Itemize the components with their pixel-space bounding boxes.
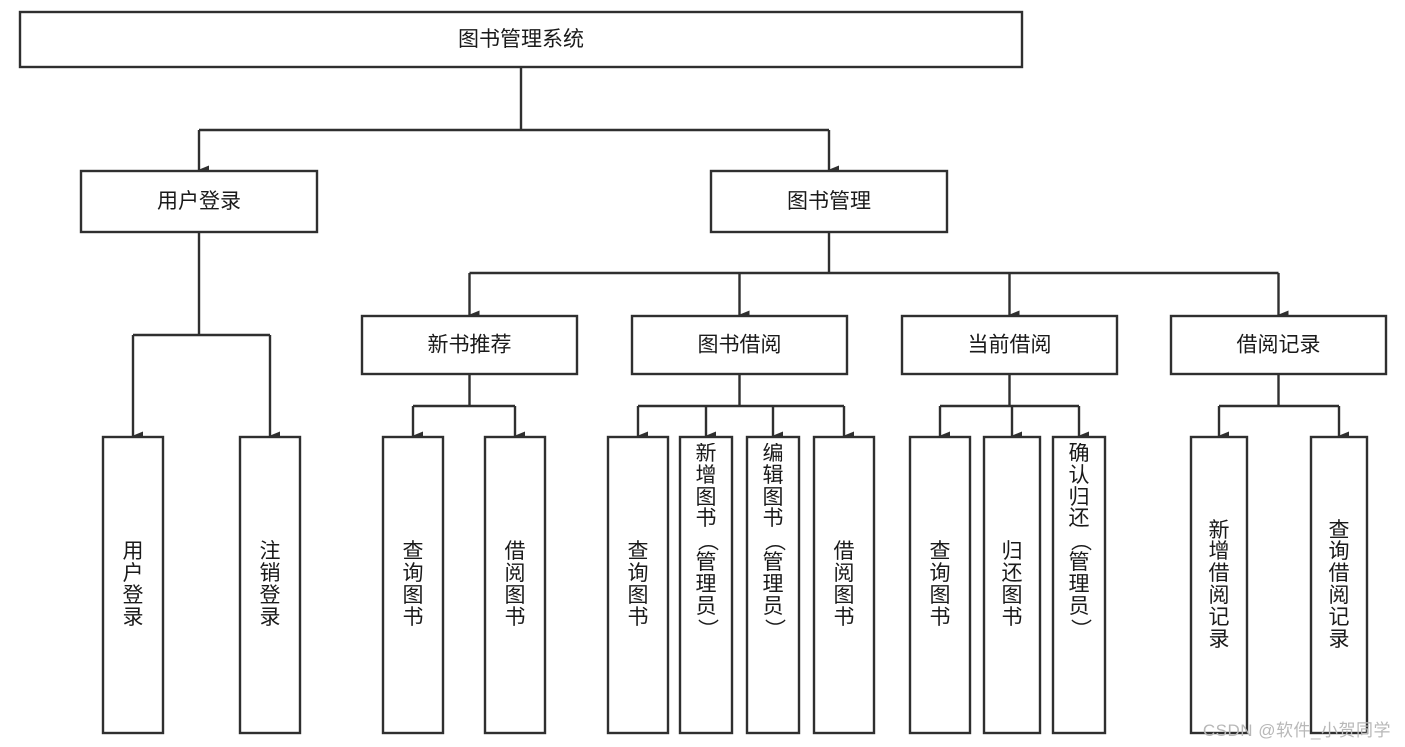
node-label-leaf-query-book-rec: 查询图书 (402, 540, 424, 629)
node-label-leaf-borrow-book: 借阅图书 (833, 540, 855, 629)
node-label-current-borrow: 当前借阅 (968, 334, 1052, 357)
node-label-new-book-rec: 新书推荐 (428, 334, 512, 357)
node-label-user-login: 用户登录 (157, 190, 241, 213)
connector-layer (131, 67, 1349, 441)
node-box-leaf-query-book-rec[interactable] (381, 435, 445, 735)
node-box-leaf-borrow-book[interactable] (812, 435, 876, 735)
node-label-book-manage: 图书管理 (787, 190, 871, 213)
node-label-leaf-confirm-return: 确认归还（管理员） (1067, 443, 1091, 640)
node-box-current-borrow[interactable] (900, 314, 1119, 376)
node-box-leaf-add-book[interactable] (678, 435, 734, 735)
node-box-leaf-return-book[interactable] (982, 435, 1042, 735)
node-label-leaf-add-book: 新增图书（管理员） (694, 443, 718, 640)
node-box-user-login[interactable] (79, 169, 319, 234)
node-label-leaf-query-book-current: 查询图书 (929, 540, 951, 629)
node-box-root[interactable] (18, 10, 1024, 69)
node-box-leaf-add-borrow-record[interactable] (1189, 435, 1249, 735)
node-label-root: 图书管理系统 (458, 28, 584, 51)
node-label-leaf-add-borrow-record: 新增借阅记录 (1208, 518, 1230, 651)
node-label-leaf-user-logout: 注销登录 (259, 540, 281, 629)
node-box-leaf-user-logout[interactable] (238, 435, 302, 735)
node-box-leaf-query-borrow-record[interactable] (1309, 435, 1369, 735)
node-label-leaf-edit-book: 编辑图书（管理员） (761, 443, 785, 640)
node-label-leaf-borrow-book-rec: 借阅图书 (504, 540, 526, 629)
node-label-leaf-user-login: 用户登录 (122, 540, 144, 629)
node-label-book-borrow: 图书借阅 (698, 334, 782, 357)
node-label-borrow-record: 借阅记录 (1237, 334, 1321, 357)
node-box-leaf-edit-book[interactable] (745, 435, 801, 735)
node-box-leaf-borrow-book-rec[interactable] (483, 435, 547, 735)
node-box-leaf-user-login[interactable] (101, 435, 165, 735)
node-label-leaf-return-book: 归还图书 (1001, 540, 1023, 629)
node-box-book-manage[interactable] (709, 169, 949, 234)
node-box-book-borrow[interactable] (630, 314, 849, 376)
node-box-leaf-query-book-borrow[interactable] (606, 435, 670, 735)
node-box-leaf-query-book-current[interactable] (908, 435, 972, 735)
node-label-leaf-query-borrow-record: 查询借阅记录 (1328, 518, 1350, 651)
node-box-leaf-confirm-return[interactable] (1051, 435, 1107, 735)
node-box-new-book-rec[interactable] (360, 314, 579, 376)
node-label-leaf-query-book-borrow: 查询图书 (627, 540, 649, 629)
node-box-borrow-record[interactable] (1169, 314, 1388, 376)
